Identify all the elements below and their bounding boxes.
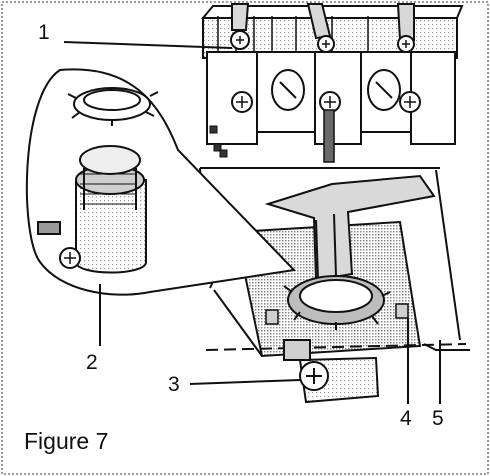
small-fasteners — [209, 125, 228, 158]
supply-wires — [231, 3, 415, 41]
inset-locknut — [67, 87, 159, 126]
conduit-locknut — [283, 275, 391, 330]
leader-3 — [189, 379, 301, 385]
callout-label-5: 5 — [432, 407, 444, 430]
panel-edge-right — [435, 169, 461, 341]
callout-label-2: 2 — [86, 351, 98, 374]
figure-caption: Figure 7 — [24, 428, 109, 454]
leader-lines — [63, 41, 441, 404]
callout-label-4: 4 — [400, 407, 412, 430]
bottom-connector — [283, 339, 380, 404]
callout-label-3: 3 — [168, 373, 180, 396]
callout-label-1: 1 — [38, 21, 50, 44]
leader-1 — [63, 41, 233, 49]
plate-screws — [265, 303, 409, 325]
cable-bundle — [264, 174, 436, 282]
ground-strap — [323, 109, 335, 163]
terminal-screws — [230, 30, 421, 113]
inset-connector — [37, 145, 147, 274]
